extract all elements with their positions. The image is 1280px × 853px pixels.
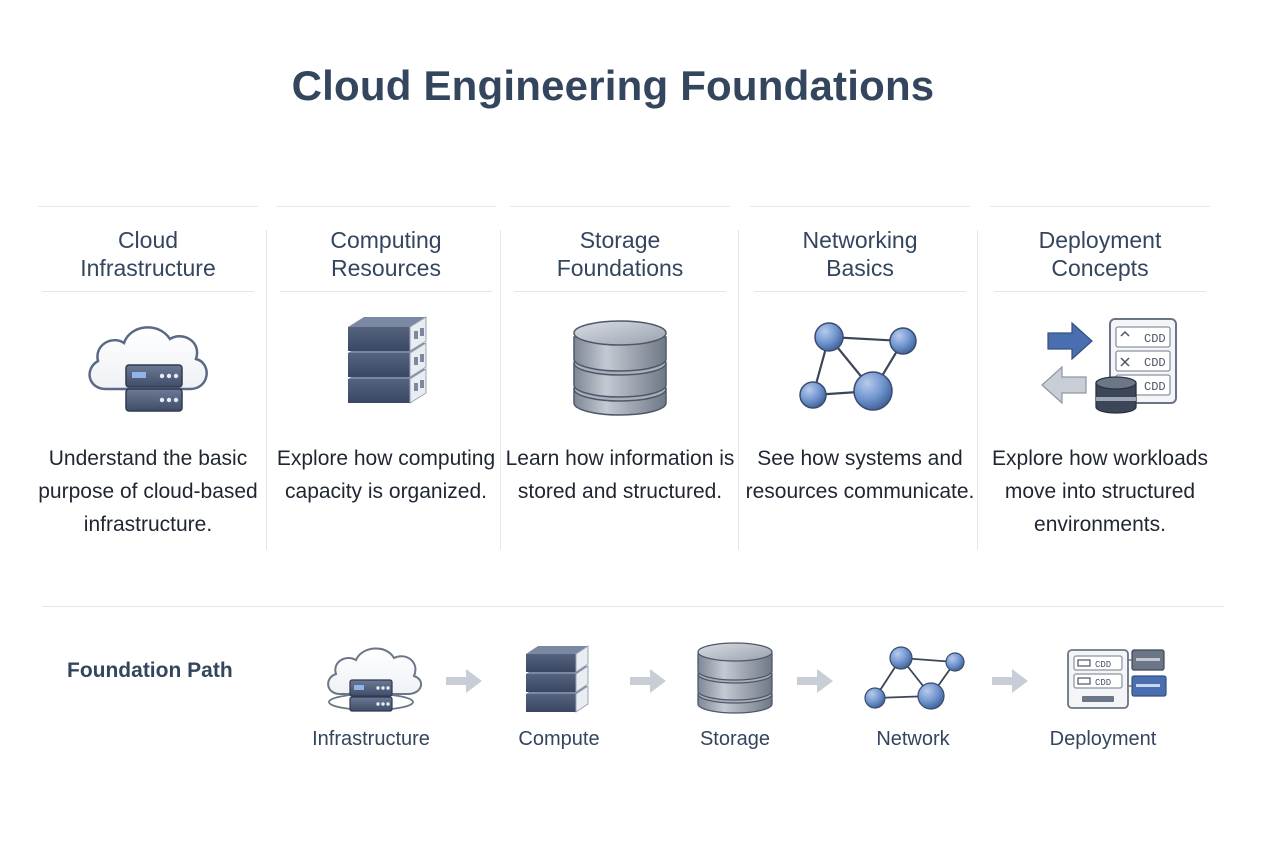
column-computing-resources: Computing Resources Explore h — [276, 206, 496, 551]
column-deployment-concepts: Deployment Concepts CDD CDD CDD Explore … — [990, 206, 1210, 551]
column-separator — [977, 230, 978, 550]
svg-text:CDD: CDD — [1144, 380, 1166, 394]
column-description: Learn how information is stored and stru… — [505, 447, 735, 503]
column-description: Explore how computing capacity is organi… — [276, 447, 496, 503]
column-separator — [266, 230, 267, 550]
path-step-compute: Compute — [474, 636, 644, 756]
section-divider — [42, 606, 1224, 607]
column-description: Understand the basic purpose of cloud-ba… — [38, 447, 258, 536]
cloud-server-icon — [88, 326, 208, 412]
column-separator — [500, 230, 501, 550]
column-description: See how systems and resources communicat… — [745, 447, 975, 503]
column-heading: Storage Foundations — [556, 227, 684, 281]
deployment-icon: CDD CDD CDD — [1041, 318, 1177, 414]
deployment-icon: CDD CDD — [1067, 649, 1167, 709]
svg-text:CDD: CDD — [1095, 660, 1111, 670]
path-step-label: Storage — [699, 728, 771, 750]
column-heading-divider — [514, 291, 726, 292]
svg-text:CDD: CDD — [1095, 678, 1111, 688]
network-nodes-icon — [864, 646, 965, 710]
column-top-divider — [510, 206, 730, 207]
path-step-infrastructure: Infrastructure — [286, 636, 456, 756]
cloud-server-icon — [327, 647, 423, 712]
column-top-divider — [990, 206, 1210, 207]
column-heading: Computing Resources — [330, 227, 442, 281]
column-top-divider — [276, 206, 496, 207]
path-step-network: Network — [828, 636, 998, 756]
arrow-right-icon — [992, 669, 1028, 693]
column-separator — [738, 230, 739, 550]
column-heading: Cloud Infrastructure — [80, 227, 216, 281]
column-storage-foundations: Storage Foundations Learn how informatio… — [506, 206, 734, 551]
svg-text:CDD: CDD — [1144, 332, 1166, 346]
foundation-path-label: Foundation Path — [67, 659, 233, 682]
column-cloud-infrastructure: Cloud Infrastructure Understand the basi… — [38, 206, 258, 551]
path-step-storage: Storage — [650, 636, 820, 756]
path-step-label: Network — [876, 728, 950, 750]
database-icon — [697, 642, 773, 714]
column-heading-divider — [42, 291, 254, 292]
column-heading-divider — [754, 291, 966, 292]
column-top-divider — [38, 206, 258, 207]
path-step-label: Infrastructure — [312, 728, 430, 750]
path-step-label: Compute — [518, 728, 600, 750]
network-nodes-icon — [799, 322, 917, 411]
column-heading-divider — [994, 291, 1206, 292]
path-step-label: Deployment — [1049, 728, 1157, 750]
path-step-deployment: CDD CDD Deployment — [1018, 636, 1188, 756]
arrow-right-icon — [446, 669, 482, 693]
page-title: Cloud Engineering Foundations — [291, 62, 935, 109]
server-stack-icon — [526, 645, 589, 713]
column-description: Explore how workloads move into structur… — [992, 447, 1208, 536]
svg-text:CDD: CDD — [1144, 356, 1166, 370]
database-icon — [573, 320, 667, 416]
column-heading: Networking Basics — [802, 227, 918, 281]
column-heading: Deployment Concepts — [1038, 227, 1162, 281]
column-heading-divider — [280, 291, 492, 292]
arrow-right-icon — [630, 669, 666, 693]
column-top-divider — [750, 206, 970, 207]
server-stack-icon — [348, 316, 427, 404]
arrow-right-icon — [797, 669, 833, 693]
column-networking-basics: Networking Basics See how systems and re… — [746, 206, 974, 551]
